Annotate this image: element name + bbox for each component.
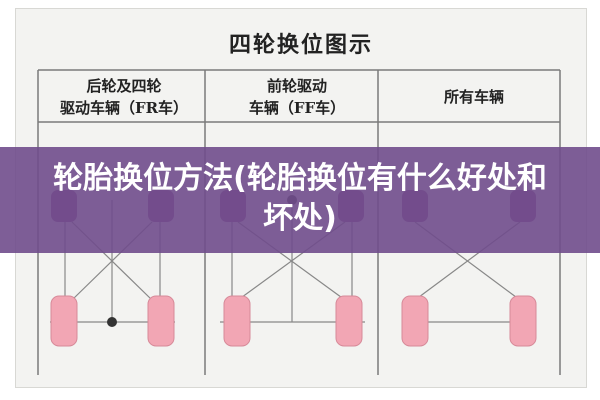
diagram-title: 四轮换位图示 [228,32,373,58]
article-title[interactable]: 轮胎换位方法(轮胎换位有什么好处和坏处) [53,161,547,236]
column-header-ff-line1: 前轮驱动 [266,77,327,95]
rear-right-tire [335,295,363,347]
column-header-ff: 前轮驱动 车辆（FF车） [212,75,382,119]
column-header-fr-line1: 后轮及四轮 [86,77,162,95]
rear-left-tire [401,295,429,347]
column-header-all-line1: 所有车辆 [443,88,504,106]
column-header-ff-line2: 车辆（FF车） [248,99,346,117]
column-header-all: 所有车辆 [384,86,564,108]
drive-axle-dot [107,317,117,327]
rear-right-tire [509,295,537,347]
rear-left-tire [50,295,78,347]
article-title-banner: 轮胎换位方法(轮胎换位有什么好处和坏处) [0,147,600,253]
column-header-fr: 后轮及四轮 驱动车辆（FR车） [44,75,204,119]
rear-left-tire [223,295,251,347]
column-header-fr-line2: 驱动车辆（FR车） [59,99,189,117]
rear-right-tire [147,295,175,347]
